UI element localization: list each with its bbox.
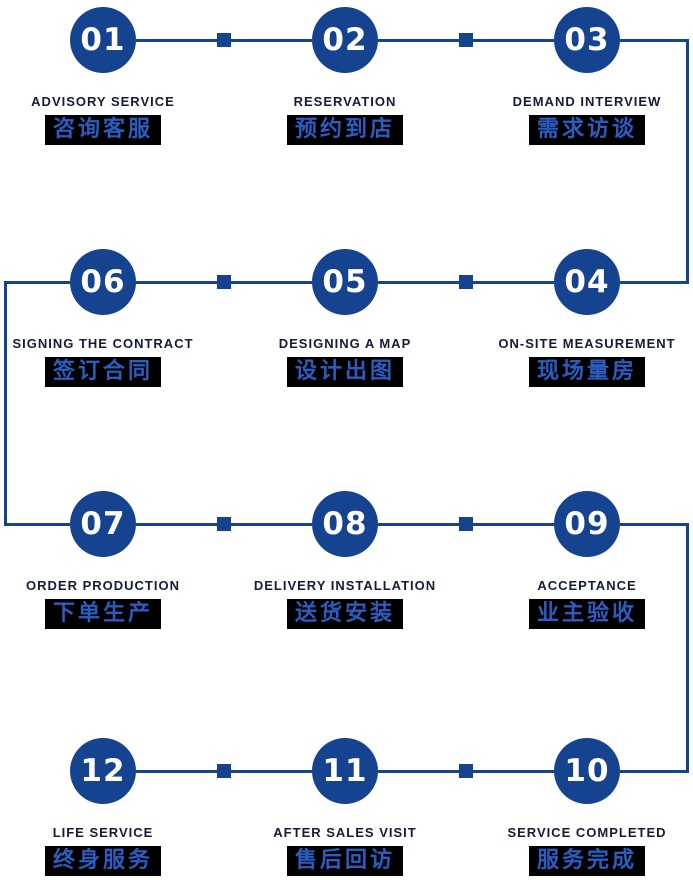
step-chinese-label: 需求访谈 (528, 115, 645, 145)
step-number: 11 (322, 752, 368, 789)
step-number-badge: 11 (312, 738, 378, 804)
connector-line (4, 281, 70, 284)
connector-line (4, 281, 7, 526)
step-number: 08 (322, 505, 368, 542)
step-number-badge: 05 (312, 249, 378, 315)
step-number-badge: 06 (70, 249, 136, 315)
step-06: 06 SIGNING THE CONTRACT 签订合同 (0, 249, 223, 387)
step-number-badge: 04 (554, 249, 620, 315)
step-chinese-label: 现场量房 (528, 357, 645, 387)
step-english-label: ACCEPTANCE (537, 578, 637, 593)
connector-line (620, 523, 689, 526)
connector-node-square (217, 764, 231, 778)
step-english-label: DEMAND INTERVIEW (512, 94, 662, 109)
step-number-badge: 02 (312, 7, 378, 73)
step-english-label: SIGNING THE CONTRACT (12, 336, 194, 351)
step-chinese-label: 下单生产 (44, 599, 161, 629)
connector-line (686, 523, 689, 773)
step-number-badge: 08 (312, 491, 378, 557)
step-number: 10 (564, 752, 610, 789)
step-12: 12 LIFE SERVICE 终身服务 (0, 738, 223, 876)
step-10: 10 SERVICE COMPLETED 服务完成 (467, 738, 693, 876)
step-number-badge: 03 (554, 7, 620, 73)
step-chinese-label: 咨询客服 (44, 115, 161, 145)
step-02: 02 RESERVATION 预约到店 (225, 7, 465, 145)
step-chinese-label: 送货安装 (286, 599, 403, 629)
step-chinese-label: 终身服务 (44, 846, 161, 876)
step-number: 05 (322, 263, 368, 300)
step-number-badge: 09 (554, 491, 620, 557)
step-04: 04 ON-SITE MEASUREMENT 现场量房 (467, 249, 693, 387)
step-number: 02 (322, 21, 368, 58)
step-number: 09 (564, 505, 610, 542)
connector-line (4, 523, 70, 526)
connector-node-square (217, 517, 231, 531)
connector-node-square (217, 275, 231, 289)
step-11: 11 AFTER SALES VISIT 售后回访 (225, 738, 465, 876)
step-chinese-label: 服务完成 (528, 846, 645, 876)
step-number-badge: 12 (70, 738, 136, 804)
step-chinese-label: 业主验收 (528, 599, 645, 629)
step-number: 06 (80, 263, 126, 300)
step-number-badge: 10 (554, 738, 620, 804)
step-english-label: ADVISORY SERVICE (31, 94, 175, 109)
step-english-label: RESERVATION (293, 94, 397, 109)
connector-line (686, 39, 689, 284)
step-07: 07 ORDER PRODUCTION 下单生产 (0, 491, 223, 629)
connector-line (620, 39, 689, 42)
step-chinese-label: 签订合同 (44, 357, 161, 387)
step-chinese-label: 售后回访 (286, 846, 403, 876)
connector-node-square (459, 517, 473, 531)
step-number-badge: 07 (70, 491, 136, 557)
connector-line (620, 770, 689, 773)
step-03: 03 DEMAND INTERVIEW 需求访谈 (467, 7, 693, 145)
connector-node-square (217, 33, 231, 47)
step-english-label: ON-SITE MEASUREMENT (498, 336, 676, 351)
connector-node-square (459, 275, 473, 289)
step-chinese-label: 设计出图 (286, 357, 403, 387)
connector-node-square (459, 33, 473, 47)
step-number: 12 (80, 752, 126, 789)
connector-node-square (459, 764, 473, 778)
step-number-badge: 01 (70, 7, 136, 73)
connector-line (620, 281, 689, 284)
step-english-label: AFTER SALES VISIT (273, 825, 417, 840)
step-05: 05 DESIGNING A MAP 设计出图 (225, 249, 465, 387)
step-number: 03 (564, 21, 610, 58)
step-english-label: ORDER PRODUCTION (26, 578, 180, 593)
step-english-label: LIFE SERVICE (52, 825, 154, 840)
step-english-label: SERVICE COMPLETED (507, 825, 667, 840)
step-chinese-label: 预约到店 (286, 115, 403, 145)
step-number: 07 (80, 505, 126, 542)
step-09: 09 ACCEPTANCE 业主验收 (467, 491, 693, 629)
step-english-label: DESIGNING A MAP (278, 336, 412, 351)
step-number: 01 (80, 21, 126, 58)
step-08: 08 DELIVERY INSTALLATION 送货安装 (225, 491, 465, 629)
step-01: 01 ADVISORY SERVICE 咨询客服 (0, 7, 223, 145)
step-english-label: DELIVERY INSTALLATION (253, 578, 437, 593)
step-number: 04 (564, 263, 610, 300)
